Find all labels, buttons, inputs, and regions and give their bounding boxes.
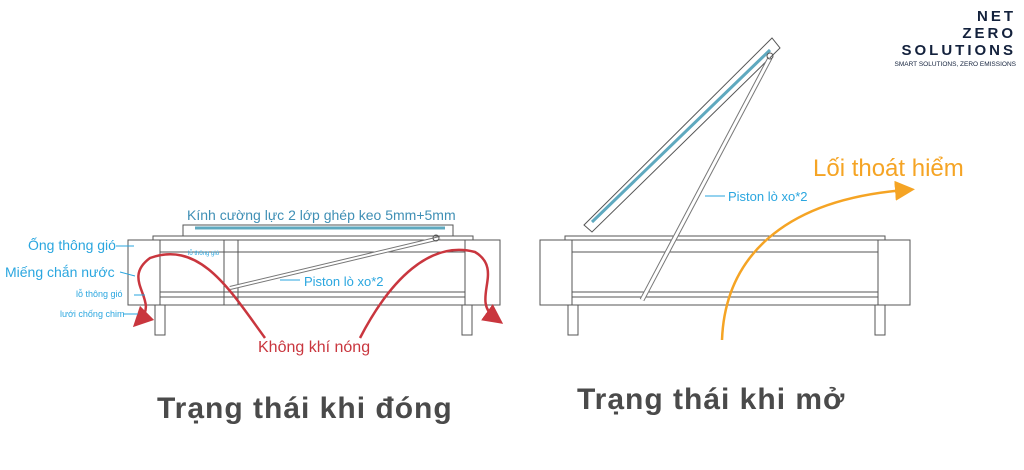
hot-air-label: Không khí nóng [258,339,371,356]
logo-tagline: SMART SOLUTIONS, ZERO EMISSIONS [894,61,1016,68]
escape-label: Lối thoát hiểm [813,155,964,182]
vent-pipe-label: Ống thông gió [28,237,116,253]
logo-line: SOLUTIONS [901,42,1016,59]
brand-logo: NET ZERO SOLUTIONS SMART SOLUTIONS, ZERO… [895,8,1016,68]
logo-line: ZERO [962,25,1016,42]
inner-vent-hole-label: lỗ thông gió [188,251,220,257]
closed-hatch-frame [127,224,501,336]
water-shield-label: Miếng chắn nước [5,264,115,280]
escape-arrow [720,180,915,341]
open-state-title: Trạng thái khi mở [577,383,846,416]
open-piston-label: Piston lò xo*2 [728,189,808,204]
closed-state-title: Trạng thái khi đóng [157,392,453,425]
glass-label: Kính cường lực 2 lớp ghép keo 5mm+5mm [187,207,456,223]
vent-hole-label: lỗ thông gió [76,289,123,299]
logo-line: NET [977,8,1016,25]
hot-air-arrows [132,248,504,339]
label-leaders [116,195,725,315]
bird-mesh-label: lưới chống chim [60,309,125,319]
closed-piston-label: Piston lò xo*2 [304,274,384,289]
open-hatch-frame [539,37,911,336]
